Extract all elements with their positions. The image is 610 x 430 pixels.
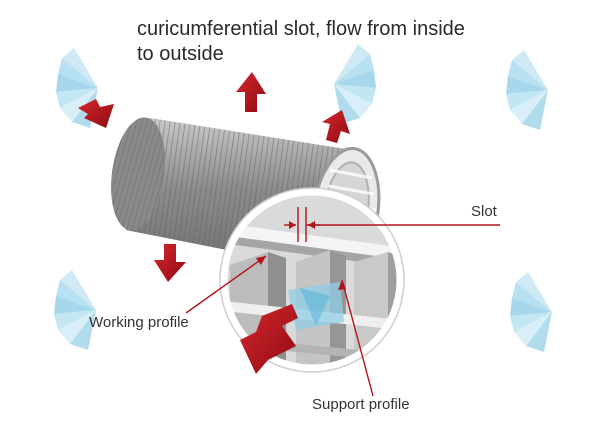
slot-label: Slot xyxy=(471,203,497,220)
working-profile-arrowhead xyxy=(256,256,266,265)
flow-arrow-out xyxy=(154,244,186,282)
flow-arrow-out-large xyxy=(240,304,298,374)
flow-arrow-out xyxy=(236,72,266,112)
working-profile-leader-line xyxy=(185,255,267,314)
flow-arrow-in xyxy=(78,99,114,128)
fan-decoration xyxy=(54,270,96,350)
support-profile-arrowhead xyxy=(338,280,346,290)
working-profile-label: Working profile xyxy=(89,314,189,331)
support-profile-leader-line xyxy=(341,279,374,397)
diagram-title: curicumferential slot, flow from inside … xyxy=(137,18,465,65)
fan-decoration xyxy=(506,50,548,130)
slot-dimension-arrowhead xyxy=(289,221,296,229)
slot-dimension-arrowhead xyxy=(308,221,315,229)
fan-decoration xyxy=(510,272,552,352)
flow-arrow-out xyxy=(322,110,350,143)
support-profile-label: Support profile xyxy=(312,396,410,413)
